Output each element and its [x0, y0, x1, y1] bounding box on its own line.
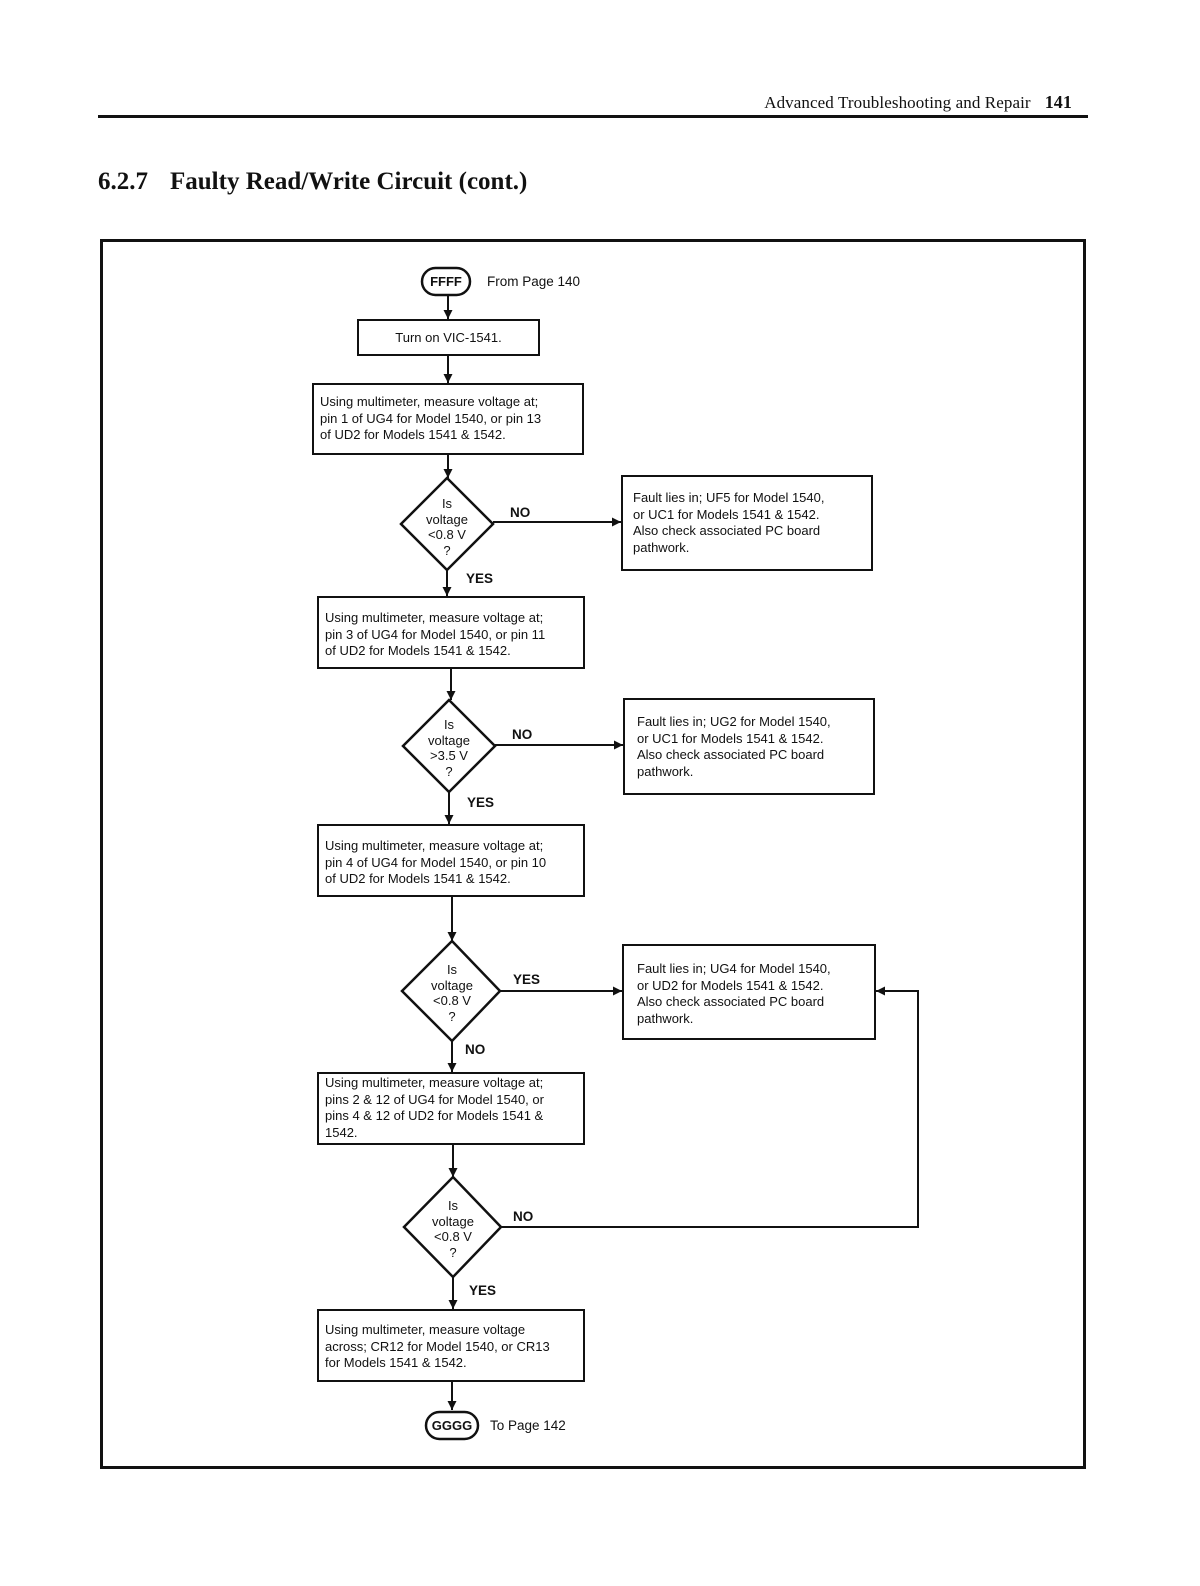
fault2-box: Fault lies in; UG2 for Model 1540, or UC… — [623, 698, 875, 795]
header-rule — [98, 115, 1088, 118]
decision2-line: >3.5 V — [430, 748, 468, 763]
fault1-line: or UC1 for Models 1541 & 1542. — [633, 506, 820, 522]
end-terminal — [424, 1410, 480, 1441]
start-terminal — [420, 266, 472, 297]
step1-line: Using multimeter, measure voltage at; — [320, 394, 539, 409]
step1-box: Using multimeter, measure voltage at; pi… — [312, 383, 584, 455]
fault3-line: or UD2 for Models 1541 & 1542. — [637, 977, 824, 993]
step4-box: Using multimeter, measure voltage at; pi… — [317, 1072, 585, 1145]
section-title: Faulty Read/Write Circuit (cont.) — [170, 168, 528, 195]
running-title: Advanced Troubleshooting and Repair — [764, 93, 1031, 112]
step3-line: pin 4 of UG4 for Model 1540, or pin 10 — [325, 854, 547, 870]
decision3-line: ? — [448, 1008, 456, 1024]
page-number: 141 — [1044, 92, 1072, 112]
decision4-line: <0.8 V — [434, 1229, 472, 1244]
decision4-line: voltage — [432, 1213, 474, 1229]
decision3-no-label: NO — [465, 1042, 486, 1057]
fault3-line: pathwork. — [637, 1010, 694, 1026]
step5-line: across; CR12 for Model 1540, or CR13 — [325, 1338, 550, 1354]
end-note: To Page 142 — [490, 1418, 566, 1433]
step2-box: Using multimeter, measure voltage at; pi… — [317, 596, 585, 669]
fault3-line: Fault lies in; UG4 for Model 1540, — [637, 961, 831, 976]
fault3-box: Fault lies in; UG4 for Model 1540, or UD… — [622, 944, 876, 1040]
fault1-line: Fault lies in; UF5 for Model 1540, — [633, 490, 825, 505]
fault1-box: Fault lies in; UF5 for Model 1540, or UC… — [621, 475, 873, 571]
decision3-line: <0.8 V — [433, 993, 471, 1008]
decision4-yes-label: YES — [469, 1283, 497, 1298]
arrow-decision4-no-loop — [501, 986, 919, 1228]
decision3-line: Is — [446, 962, 458, 977]
step4-line: pins 4 & 12 of UD2 for Models 1541 & — [325, 1108, 544, 1123]
fault1-line: Also check associated PC board — [633, 523, 821, 538]
step1-line: pin 1 of UG4 for Model 1540, or pin 13 — [320, 410, 542, 426]
decision2-line: Is — [443, 717, 455, 732]
step4-line: Using multimeter, measure voltage at; — [325, 1075, 544, 1090]
step4-line: pins 2 & 12 of UG4 for Model 1540, or — [325, 1091, 544, 1107]
step2-line: of UD2 for Models 1541 & 1542. — [325, 643, 511, 658]
section-number: 6.2.7 — [98, 168, 148, 195]
decision1-line: voltage — [426, 511, 468, 527]
decision1-line: <0.8 V — [428, 527, 466, 542]
decision4-line: Is — [447, 1198, 459, 1213]
decision2-no-label: NO — [512, 727, 533, 742]
fault2-line: Fault lies in; UG2 for Model 1540, — [637, 714, 831, 729]
decision4-text: Is voltage <0.8 V ? — [418, 1198, 488, 1260]
fault2-line: pathwork. — [637, 763, 694, 779]
fault3-line: Also check associated PC board — [637, 994, 825, 1009]
decision2-text: Is voltage >3.5 V ? — [414, 717, 484, 779]
step3-line: of UD2 for Models 1541 & 1542. — [325, 871, 511, 886]
decision1-yes-label: YES — [466, 571, 494, 586]
decision4-no-label: NO — [513, 1209, 534, 1224]
section-heading: 6.2.7 Faulty Read/Write Circuit (cont.) — [98, 168, 527, 196]
decision3-line: voltage — [431, 977, 473, 993]
running-head: Advanced Troubleshooting and Repair 141 — [764, 92, 1072, 113]
fault1-line: pathwork. — [633, 539, 690, 555]
step3-box: Using multimeter, measure voltage at; pi… — [317, 824, 585, 897]
fault2-line: Also check associated PC board — [637, 747, 825, 762]
decision1-text: Is voltage <0.8 V ? — [412, 496, 482, 558]
step1-line: of UD2 for Models 1541 & 1542. — [320, 427, 506, 442]
step2-line: Using multimeter, measure voltage at; — [325, 610, 544, 625]
step-turn-on: Turn on VIC-1541. — [357, 319, 540, 356]
decision1-no-label: NO — [510, 505, 531, 520]
flowchart-frame — [100, 239, 1086, 1469]
end-terminal-label: GGGG — [431, 1418, 473, 1433]
step5-box: Using multimeter, measure voltage across… — [317, 1309, 585, 1382]
step4-line: 1542. — [325, 1124, 358, 1140]
decision3-yes-label: YES — [513, 972, 541, 987]
start-terminal-label: FFFF — [430, 274, 462, 289]
step5-line: for Models 1541 & 1542. — [325, 1355, 467, 1370]
step5-line: Using multimeter, measure voltage — [325, 1322, 526, 1337]
decision2-line: ? — [445, 763, 453, 779]
step-turn-on-text: Turn on VIC-1541. — [395, 330, 502, 345]
step2-line: pin 3 of UG4 for Model 1540, or pin 11 — [325, 626, 546, 642]
step3-line: Using multimeter, measure voltage at; — [325, 838, 544, 853]
start-note: From Page 140 — [487, 274, 581, 289]
decision2-line: voltage — [428, 732, 470, 748]
decision2-yes-label: YES — [467, 795, 495, 810]
decision1-line: Is — [441, 496, 453, 511]
decision4-line: ? — [449, 1244, 457, 1260]
decision3-text: Is voltage <0.8 V ? — [417, 962, 487, 1024]
fault2-line: or UC1 for Models 1541 & 1542. — [637, 730, 824, 746]
decision1-line: ? — [443, 542, 451, 558]
